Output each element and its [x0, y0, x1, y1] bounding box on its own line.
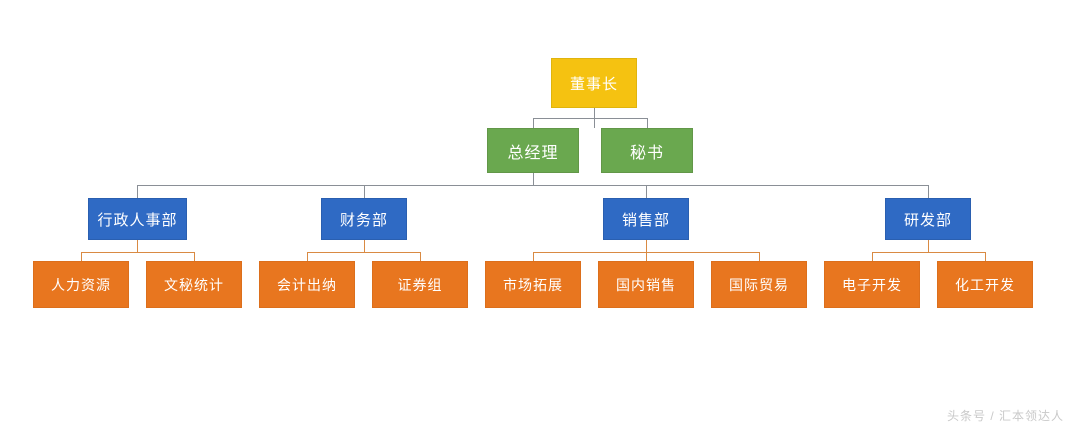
connector-chairman-bar [533, 118, 647, 119]
connector-department-bar [137, 185, 928, 186]
connector-chairman-to-secretary [647, 118, 648, 128]
connector-admin-to-secretarial [194, 252, 195, 261]
node-unit-securities-group[interactable]: 证券组 [372, 261, 468, 308]
node-department-sales[interactable]: 销售部 [603, 198, 689, 240]
node-unit-electronics-development[interactable]: 电子开发 [824, 261, 920, 308]
node-unit-international-trade[interactable]: 国际贸易 [711, 261, 807, 308]
node-chairman[interactable]: 董事长 [551, 58, 637, 108]
connector-drop-sales [646, 185, 647, 198]
connector-drop-finance [364, 185, 365, 198]
connector-gm-stem [533, 173, 534, 185]
node-unit-domestic-sales[interactable]: 国内销售 [598, 261, 694, 308]
connector-finance-to-securities [420, 252, 421, 261]
node-secretary[interactable]: 秘书 [601, 128, 693, 173]
connector-admin-to-hr [81, 252, 82, 261]
node-unit-secretarial-statistics[interactable]: 文秘统计 [146, 261, 242, 308]
node-unit-chemical-development[interactable]: 化工开发 [937, 261, 1033, 308]
connector-rd-stem [928, 240, 929, 252]
connector-sales-to-domestic [646, 252, 647, 261]
node-general-manager[interactable]: 总经理 [487, 128, 579, 173]
connector-drop-admin [137, 185, 138, 198]
connector-sales-to-international [759, 252, 760, 261]
connector-admin-bar [81, 252, 194, 253]
connector-rd-to-electronics [872, 252, 873, 261]
connector-sales-stem [646, 240, 647, 252]
node-unit-market-expansion[interactable]: 市场拓展 [485, 261, 581, 308]
connector-chairman-to-gm [533, 118, 534, 128]
connector-finance-to-accounting [307, 252, 308, 261]
connector-rd-to-chemical [985, 252, 986, 261]
connector-drop-rd [928, 185, 929, 198]
node-department-rd[interactable]: 研发部 [885, 198, 971, 240]
connector-finance-bar [307, 252, 420, 253]
connector-admin-stem [137, 240, 138, 252]
node-department-finance[interactable]: 财务部 [321, 198, 407, 240]
node-unit-human-resources[interactable]: 人力资源 [33, 261, 129, 308]
connector-finance-stem [364, 240, 365, 252]
connector-rd-bar [872, 252, 985, 253]
node-department-admin-hr[interactable]: 行政人事部 [88, 198, 187, 240]
node-unit-accounting-cashier[interactable]: 会计出纳 [259, 261, 355, 308]
connector-sales-to-market [533, 252, 534, 261]
watermark-text: 头条号 / 汇本领达人 [946, 409, 1064, 423]
